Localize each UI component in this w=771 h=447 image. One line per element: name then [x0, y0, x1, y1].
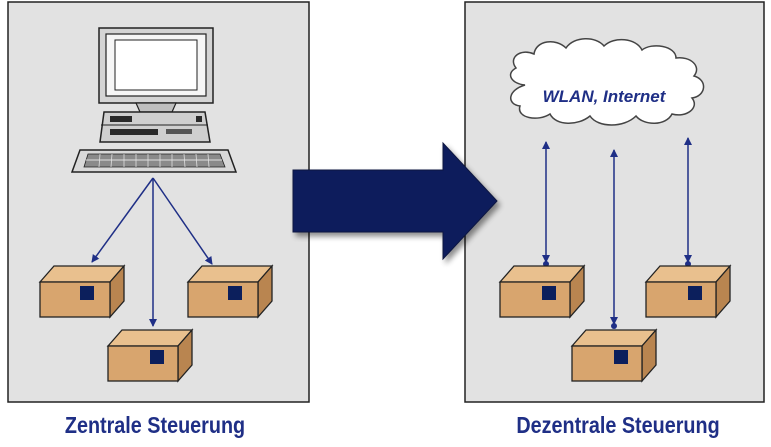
box-left-1	[38, 264, 126, 319]
box-right-2	[644, 264, 732, 319]
box-square	[542, 286, 556, 300]
network-connectors	[542, 137, 692, 325]
box-square	[150, 350, 164, 364]
connector-to-left-box	[91, 177, 154, 263]
connector-to-right-box	[152, 177, 213, 265]
box-left-3	[106, 328, 194, 383]
computer-icon	[70, 27, 238, 173]
central-connectors	[91, 177, 213, 327]
decentral-control-caption: Dezentrale Steuerung	[516, 412, 720, 438]
transition-arrow	[292, 141, 498, 261]
box-square	[228, 286, 242, 300]
box-right-3	[570, 328, 658, 383]
box-square	[688, 286, 702, 300]
cloud-icon: WLAN, Internet	[509, 38, 705, 126]
box-square	[80, 286, 94, 300]
central-control-caption: Zentrale Steuerung	[64, 412, 246, 438]
box-left-2	[186, 264, 274, 319]
cloud-label: WLAN, Internet	[543, 87, 667, 106]
box-square	[614, 350, 628, 364]
box-right-1	[498, 264, 586, 319]
